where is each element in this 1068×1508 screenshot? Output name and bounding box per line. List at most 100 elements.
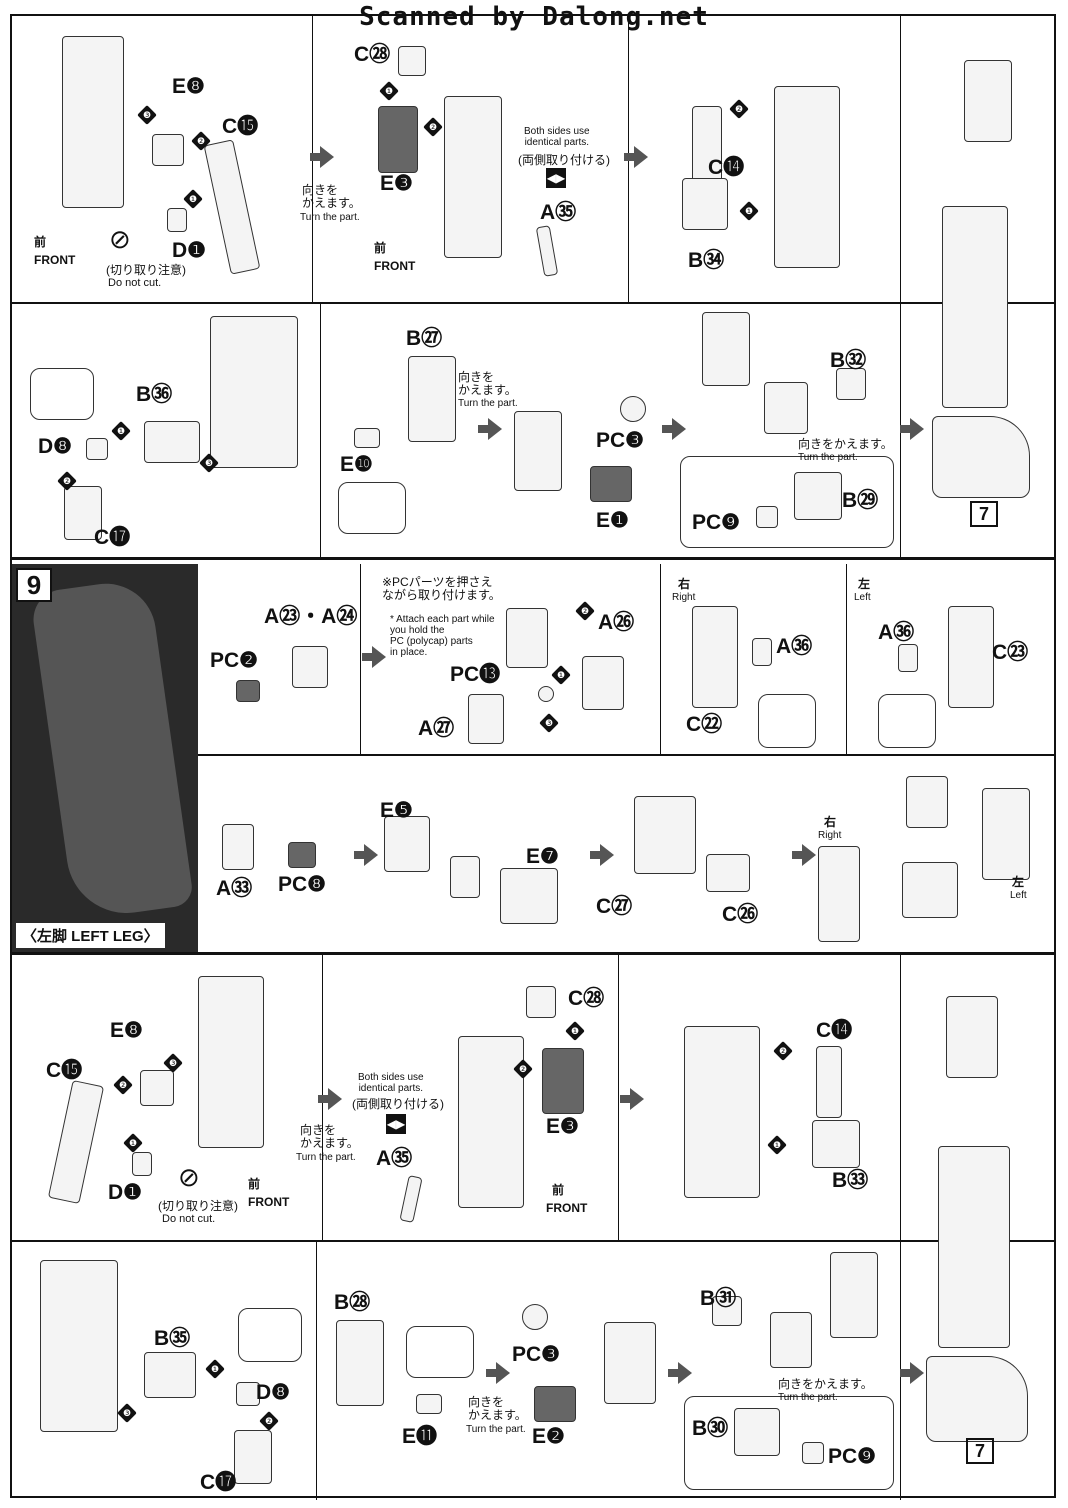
step-1-marker: ❶ xyxy=(551,665,571,685)
part-e10-illustration xyxy=(354,428,380,448)
foot-illustration xyxy=(932,416,1030,498)
both-sides-note-en: Both sides use identical parts. xyxy=(524,126,590,148)
label-e5: E❺ xyxy=(380,799,413,822)
both-sides-note-en: Both sides use identical parts. xyxy=(358,1072,424,1094)
step-2-marker: ❷ xyxy=(423,117,443,137)
part-d1-illustration xyxy=(167,208,187,232)
label-a36-right: A㊱ xyxy=(776,635,813,658)
label-c15: C⓯ xyxy=(222,115,259,138)
step-1-marker: ❶ xyxy=(183,189,203,209)
right-label-jp: 右 xyxy=(824,815,837,829)
turn-note-en: Turn the part. xyxy=(300,212,360,223)
col-divider xyxy=(900,952,901,1500)
label-c28: C㉘ xyxy=(568,987,605,1010)
part-a33-illustration xyxy=(222,824,254,870)
label-a35: A㉟ xyxy=(540,201,577,224)
label-c23: C㉓ xyxy=(992,641,1029,664)
no-cut-icon: ⊘ xyxy=(109,224,131,254)
leg-assembly-illustration xyxy=(942,206,1008,408)
detail-inset xyxy=(338,482,406,534)
step-1-marker: ❶ xyxy=(123,1133,143,1153)
part-d8-illustration xyxy=(236,1382,260,1406)
label-c17: C⓱ xyxy=(94,526,131,549)
part-e8-illustration xyxy=(140,1070,174,1106)
no-cut-jp: (切り取り注意) xyxy=(158,1199,238,1213)
part-a36-illustration xyxy=(898,644,918,672)
step-3-marker: ❸ xyxy=(539,713,559,733)
next-arrow-icon xyxy=(900,1362,924,1384)
no-cut-jp: (切り取り注意) xyxy=(106,263,186,277)
part-c17-illustration xyxy=(64,486,102,540)
detail-inset xyxy=(238,1308,302,1362)
label-c27: C㉗ xyxy=(596,895,633,918)
col-divider xyxy=(320,302,321,557)
label-c22: C㉒ xyxy=(686,713,723,736)
part-c28-illustration xyxy=(398,46,426,76)
label-e10: E❿ xyxy=(340,453,373,476)
both-sides-note-jp: (両側取り付ける) xyxy=(352,1097,444,1111)
label-b35: B㉟ xyxy=(154,1327,191,1350)
step-1-marker: ❶ xyxy=(111,421,131,441)
leg-assembly-illustration xyxy=(198,976,264,1148)
part-b34-illustration xyxy=(682,178,728,230)
step-2-marker: ❷ xyxy=(729,99,749,119)
front-indicator-en: FRONT xyxy=(374,259,416,273)
part-c22-illustration xyxy=(692,606,738,708)
part-e11-illustration xyxy=(416,1394,442,1414)
row-divider-1 xyxy=(12,302,1054,304)
part-illustration xyxy=(830,1252,878,1338)
step-1-marker: ❶ xyxy=(739,201,759,221)
label-a26: A㉖ xyxy=(598,611,635,634)
next-arrow-icon xyxy=(310,146,334,168)
mirror-parts-icon: ◀▶ xyxy=(546,168,566,188)
section-title: 〈左脚 LEFT LEG〉 xyxy=(16,923,165,948)
label-d8: D❽ xyxy=(256,1381,290,1404)
label-e7: E❼ xyxy=(526,845,559,868)
label-c17: C⓱ xyxy=(200,1471,237,1494)
part-illustration xyxy=(964,60,1012,142)
detail-inset xyxy=(406,1326,474,1378)
part-a35-illustration xyxy=(399,1175,423,1223)
turn-note-jp: 向きを かえます。 xyxy=(468,1395,527,1422)
step-2-marker: ❷ xyxy=(113,1075,133,1095)
part-pc13-illustration xyxy=(538,686,554,702)
part-c23-illustration xyxy=(948,606,994,708)
part-illustration xyxy=(902,862,958,918)
leg-assembly-illustration xyxy=(938,1146,1010,1348)
turn-note-inline-jp: 向きをかえます。 xyxy=(778,1377,873,1391)
part-b30-illustration xyxy=(734,1408,780,1456)
part-b33-illustration xyxy=(812,1120,860,1168)
row-divider-3 xyxy=(198,754,1054,756)
leg-assembly-illustration xyxy=(684,1026,760,1198)
label-c14: C⓮ xyxy=(816,1019,853,1042)
turn-note-inline-jp: 向きをかえます。 xyxy=(798,437,893,451)
part-e1-illustration xyxy=(590,466,632,502)
turn-note-en: Turn the part. xyxy=(296,1152,356,1163)
part-e3-illustration xyxy=(542,1048,584,1114)
part-illustration xyxy=(906,776,948,828)
part-illustration xyxy=(818,846,860,942)
part-b28-illustration xyxy=(336,1320,384,1406)
next-arrow-icon xyxy=(362,646,386,668)
label-b36: B㊱ xyxy=(136,383,173,406)
next-arrow-icon xyxy=(668,1362,692,1384)
label-c28: C㉘ xyxy=(354,43,391,66)
right-label-en: Right xyxy=(672,592,696,603)
label-e8: E❽ xyxy=(172,75,205,98)
part-illustration xyxy=(604,1322,656,1404)
part-a35-illustration xyxy=(535,225,559,277)
leg-assembly-illustration xyxy=(40,1260,118,1432)
part-a36-illustration xyxy=(752,638,772,666)
label-c14: C⓮ xyxy=(708,156,745,179)
label-b29: B㉙ xyxy=(842,489,879,512)
label-e11: E⓫ xyxy=(402,1425,438,1448)
label-pc2: PC❷ xyxy=(210,649,258,672)
label-e8: E❽ xyxy=(110,1019,143,1042)
next-arrow-icon xyxy=(662,418,686,440)
part-c15-illustration xyxy=(203,139,261,275)
next-arrow-icon xyxy=(354,844,378,866)
row-divider-4 xyxy=(12,952,1054,955)
part-illustration xyxy=(982,788,1030,880)
part-b31-illustration xyxy=(712,1296,742,1326)
part-a27-illustration xyxy=(468,694,504,744)
